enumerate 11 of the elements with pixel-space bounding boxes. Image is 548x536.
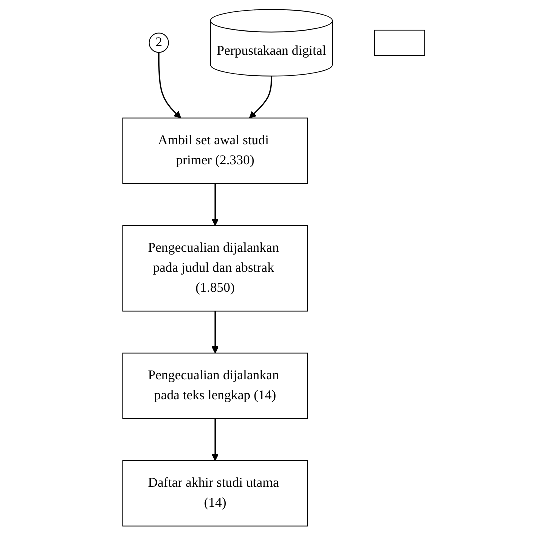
arrow bbox=[212, 184, 220, 226]
node-box: Ambil set awal studi primer (2.330) bbox=[122, 118, 308, 184]
arrow bbox=[249, 76, 272, 119]
arrow bbox=[212, 311, 220, 354]
arrow bbox=[158, 52, 182, 119]
node-circle: 2 bbox=[149, 32, 170, 54]
node-box: Daftar akhir studi utama (14) bbox=[122, 460, 308, 527]
node-box: Pengecualian dijalankan pada judul dan abstrak (1.850) bbox=[122, 225, 308, 312]
node-box: Pengecualian dijalankan pada teks lengkap (14) bbox=[122, 352, 308, 420]
arrow bbox=[212, 418, 220, 462]
node-box bbox=[374, 30, 426, 56]
